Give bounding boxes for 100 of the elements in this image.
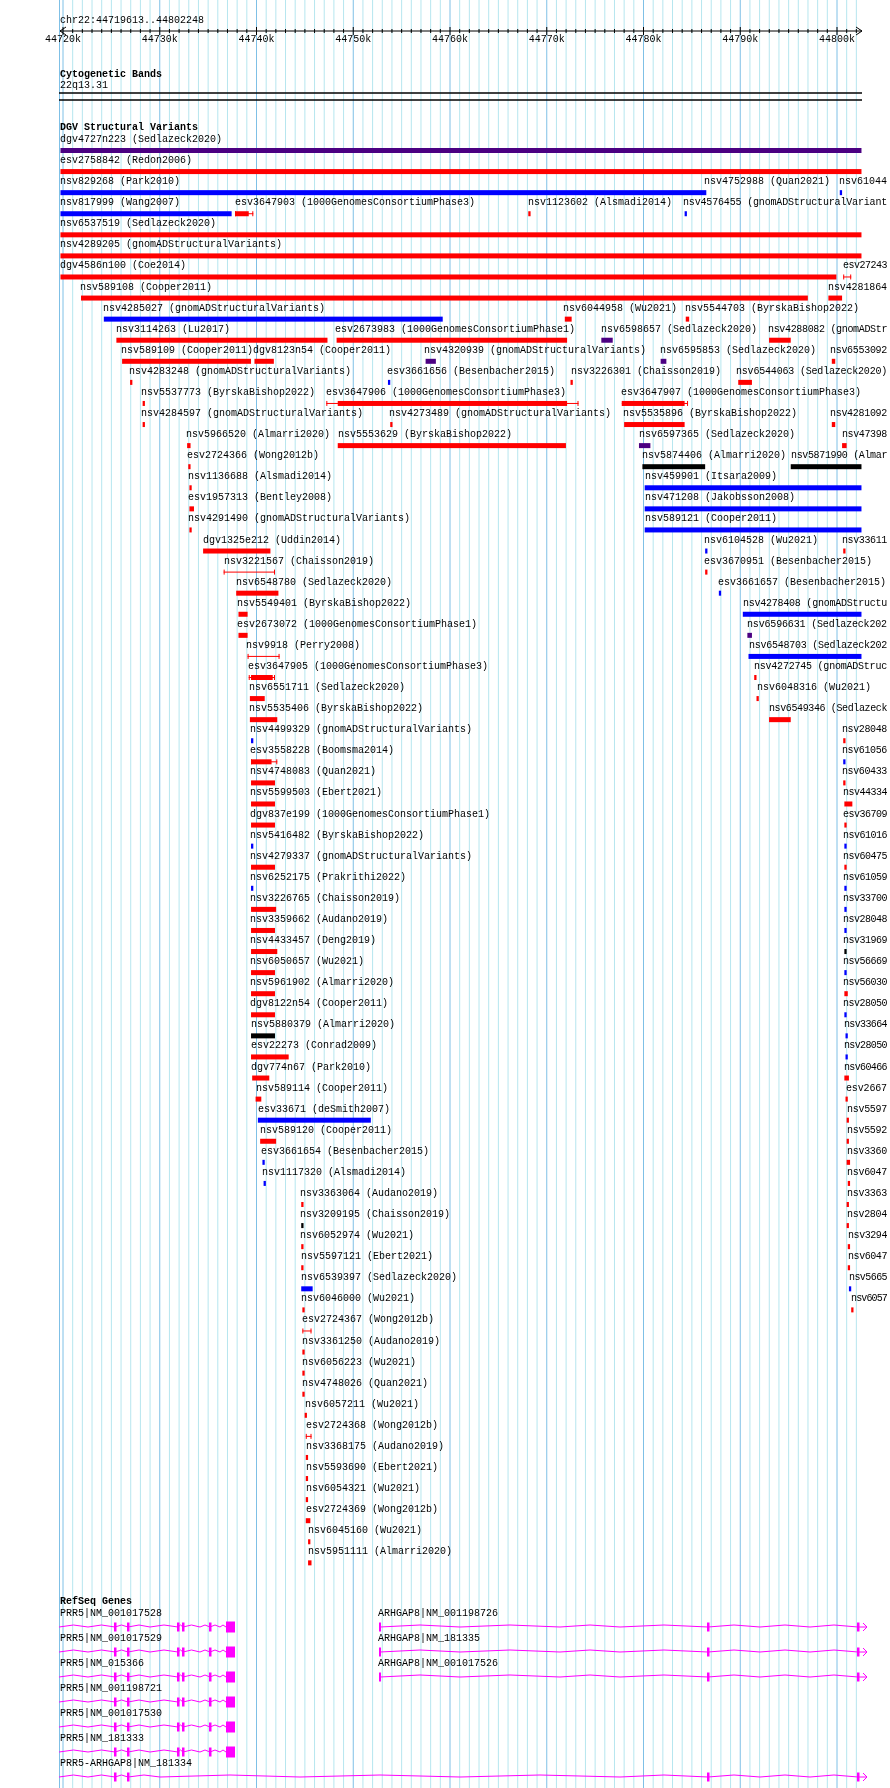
variant-label: nsv4281092 <box>830 408 887 421</box>
variant-label: nsv5597121 (Ebert2021) <box>301 1251 434 1264</box>
variant-label: esv36709 <box>843 808 887 821</box>
gene-label: ARHGAP8|NM_001017526 <box>378 1658 499 1670</box>
variant-label: nsv4320939 (gnomADStructuralVariants) <box>424 344 647 357</box>
variant-label: nsv1123602 (Alsmadi2014) <box>528 197 673 210</box>
gene-label: PRR5|NM_001017528 <box>60 1608 163 1620</box>
variant-label: nsv3361250 (Audano2019) <box>302 1335 441 1348</box>
variant-label: nsv60433 <box>842 766 887 779</box>
variant-label: nsv3294 <box>848 1230 887 1243</box>
variant-label: nsv3226765 (Chaisson2019) <box>250 892 401 905</box>
variant-label: esv3647906 (1000GenomesConsortiumPhase3) <box>326 386 567 399</box>
variant-label: esv2673983 (1000GenomesConsortiumPhase1) <box>335 323 576 336</box>
variant-label: nsv4288082 (gnomADStr <box>768 323 888 336</box>
variant-label: nsv6057211 (Wu2021) <box>305 1398 420 1411</box>
variant-label: nsv60475 <box>843 850 887 863</box>
variant-label: nsv3359662 (Audano2019) <box>250 913 389 926</box>
variant-label: nsv6045160 (Wu2021) <box>308 1525 423 1538</box>
variant-label: dgv1325e212 (Uddin2014) <box>203 534 342 547</box>
variant-label: nsv6544063 (Sedlazeck2020) <box>736 365 888 378</box>
variant-label: nsv5871990 (Almar <box>791 450 888 463</box>
gene-label: PRR5|NM_001198721 <box>60 1683 163 1695</box>
gene-label: PRR5-ARHGAP8|NM_181334 <box>60 1758 193 1770</box>
variant-label: nsv4433457 (Deng2019) <box>250 935 377 948</box>
variant-label: nsv60466 <box>844 1061 887 1074</box>
variant-label: nsv4285027 (gnomADStructuralVariants) <box>103 302 326 315</box>
variant-label: nsv4289205 (gnomADStructuralVariants) <box>60 239 283 252</box>
variant-label: nsv28050 <box>844 1040 887 1053</box>
variant-label: esv2667 <box>846 1082 887 1095</box>
gene-label: PRR5|NM_015366 <box>60 1658 144 1670</box>
variant-label: nsv4752988 (Quan2021) <box>704 176 831 189</box>
tick-label: 44750k <box>335 34 372 46</box>
variant-label: nsv6537519 (Sedlazeck2020) <box>60 218 217 231</box>
variant-label: nsv6553092 <box>830 344 887 357</box>
variant-label: nsv5951111 (Almarri2020) <box>308 1546 453 1559</box>
variant-label: esv2724369 (Wong2012b) <box>306 1504 439 1517</box>
variant-label: nsv4576455 (gnomADStructuralVariant <box>683 197 888 210</box>
variant-label: nsv5880379 (Almarri2020) <box>251 1019 396 1032</box>
variant-label: nsv6549346 (Sedlazeck <box>769 703 888 716</box>
variant-label: nsv5874406 (Almarri2020) <box>642 450 787 463</box>
variant-label: dgv8123n54 (Cooper2011) <box>253 344 392 357</box>
track-heading: RefSeq Genes <box>60 1596 132 1608</box>
variant-label: nsv61056 <box>842 745 887 758</box>
variant-label: nsv61016 <box>843 829 887 842</box>
variant-label: nsv1136688 (Alsmadi2014) <box>188 471 333 484</box>
variant-label: nsv5966520 (Almarri2020) <box>186 429 331 442</box>
tick-label: 44780k <box>625 34 662 46</box>
variant-label: nsv5549401 (ByrskaBishop2022) <box>237 597 412 610</box>
variant-label: nsv31969 <box>843 935 887 948</box>
variant-label: nsv28048 <box>842 724 887 737</box>
variant-label: nsv6046000 (Wu2021) <box>301 1293 416 1306</box>
variant-label: nsv4748026 (Quan2021) <box>302 1377 429 1390</box>
variant-label: nsv829268 (Park2010) <box>60 176 181 189</box>
variant-label: nsv471208 (Jakobsson2008) <box>645 492 796 505</box>
variant-label: nsv4281864 <box>828 281 887 294</box>
variant-label: nsv56669 <box>843 956 887 969</box>
variant-label: esv3670951 (Besenbacher2015) <box>704 555 873 568</box>
variant-label: nsv28050 <box>843 998 887 1011</box>
tick-label: 44770k <box>528 34 565 46</box>
variant-label: nsv6047 <box>848 1251 887 1264</box>
variant-label: esv2724366 (Wong2012b) <box>187 450 320 463</box>
variant-label: nsv5535406 (ByrskaBishop2022) <box>249 703 424 716</box>
variant-label: nsv5553629 (ByrskaBishop2022) <box>338 429 513 442</box>
tick-label: 44720k <box>45 34 81 46</box>
variant-label: nsv6598657 (Sedlazeck2020) <box>601 323 758 336</box>
tick-label: 44790k <box>722 34 759 46</box>
variant-label: nsv5535896 (ByrskaBishop2022) <box>623 408 798 421</box>
variant-label: nsv589120 (Cooper2011) <box>260 1124 393 1137</box>
gene-label: ARHGAP8|NM_001198726 <box>378 1608 499 1620</box>
variant-label: nsv5537773 (ByrskaBishop2022) <box>141 386 316 399</box>
variant-label: nsv33664 <box>844 1019 887 1032</box>
variant-label: nsv6057 <box>851 1293 887 1306</box>
variant-label: nsv4279337 (gnomADStructuralVariants) <box>250 850 473 863</box>
variant-label: esv33671 (deSmith2007) <box>258 1103 391 1116</box>
variant-label: nsv817999 (Wang2007) <box>60 197 181 210</box>
variant-label: nsv6052974 (Wu2021) <box>300 1230 415 1243</box>
variant-label: dgv774n67 (Park2010) <box>251 1061 372 1074</box>
variant-label: esv2724368 (Wong2012b) <box>306 1419 439 1432</box>
variant-label: nsv5597 <box>847 1103 887 1116</box>
variant-label: esv22273 (Conrad2009) <box>251 1040 378 1053</box>
variant-label: nsv4291490 (gnomADStructuralVariants) <box>188 513 411 526</box>
variant-label: nsv6252175 (Prakrithi2022) <box>250 871 407 884</box>
variant-label: nsv4273489 (gnomADStructuralVariants) <box>389 408 612 421</box>
variant-label: nsv33611 <box>842 534 887 547</box>
variant-label: nsv3221567 (Chaisson2019) <box>224 555 375 568</box>
variant-label: nsv4283248 (gnomADStructuralVariants) <box>129 365 352 378</box>
variant-label: nsv6054321 (Wu2021) <box>306 1483 421 1496</box>
tick-label: 44730k <box>141 34 178 46</box>
variant-label: nsv61059 <box>843 871 887 884</box>
variant-label: nsv5593690 (Ebert2021) <box>306 1462 439 1475</box>
variant-label: nsv589108 (Cooper2011) <box>80 281 213 294</box>
variant-label: nsv6548703 (Sedlazeck202 <box>749 639 888 652</box>
tick-label: 44760k <box>432 34 468 46</box>
variant-label: nsv61044 <box>839 176 887 189</box>
variant-label: nsv4278408 (gnomADStructu <box>743 597 888 610</box>
band-label: 22q13.31 <box>60 80 108 92</box>
variant-label: esv3647903 (1000GenomesConsortiumPhase3) <box>235 197 476 210</box>
variant-label: esv2758842 (Redon2006) <box>60 155 193 168</box>
variant-label: esv3647907 (1000GenomesConsortiumPhase3) <box>621 386 862 399</box>
variant-label: nsv3360 <box>847 1145 887 1158</box>
